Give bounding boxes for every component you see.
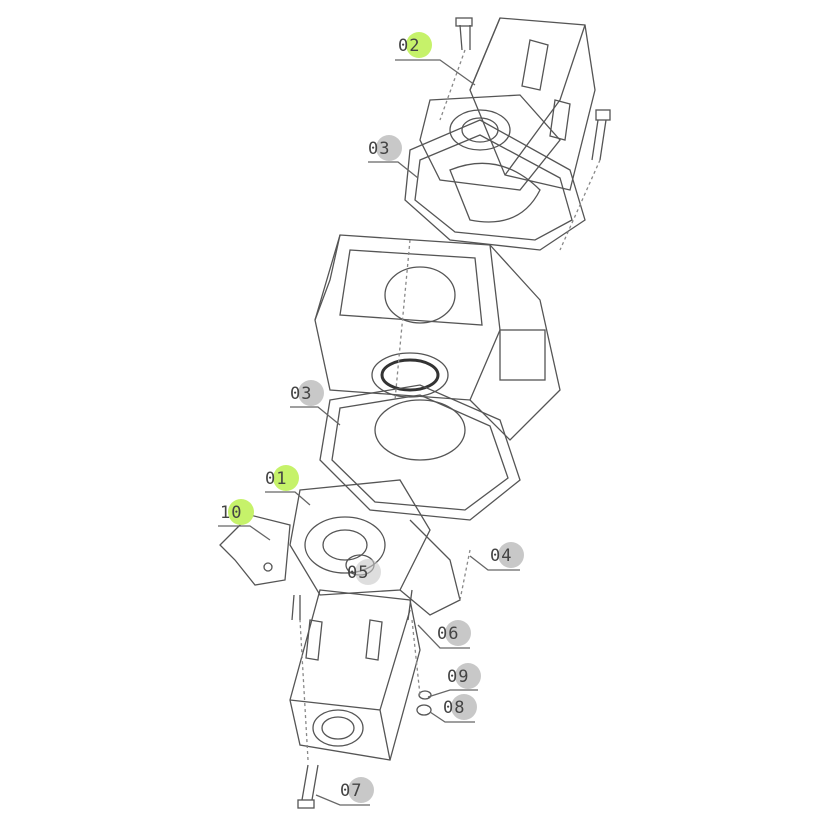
callout-03-middle: 03	[290, 380, 324, 406]
gearbox-housing	[314, 234, 561, 441]
callout-06: 06	[437, 620, 471, 646]
bottom-motor-housing	[289, 589, 421, 761]
callout-07: 07	[340, 777, 374, 803]
callout-10: 10	[220, 499, 254, 525]
callout-04: 04	[490, 542, 524, 568]
callout-01: 01	[265, 465, 299, 491]
callout-05: 05	[347, 559, 381, 585]
top-gasket	[404, 119, 586, 251]
gasket-04	[399, 519, 461, 616]
top-flange	[419, 94, 561, 191]
mounting-bracket	[219, 514, 291, 586]
bolts	[291, 17, 611, 809]
callout-09: 09	[447, 663, 481, 689]
assembly-axis-lines	[299, 49, 601, 761]
callout-leaders	[218, 59, 520, 806]
top-motor-housing	[469, 17, 596, 191]
callout-08: 08	[443, 694, 477, 720]
middle-gasket	[319, 384, 521, 521]
callout-03-top: 03	[368, 135, 402, 161]
callout-02: 02	[398, 32, 432, 58]
